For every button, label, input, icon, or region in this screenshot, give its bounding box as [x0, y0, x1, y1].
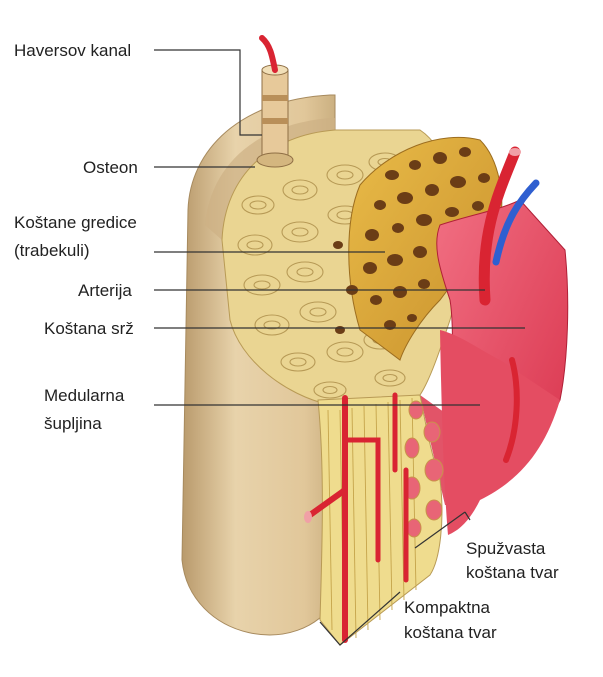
label-kostana-srz: Koštana srž [44, 318, 134, 339]
label-kostane-gredice-line1: Koštane gredice [14, 212, 137, 233]
haversian-canal-osteon [257, 38, 293, 167]
label-medularna-line1: Medularna [44, 385, 124, 406]
label-haversov-kanal: Haversov kanal [14, 40, 131, 61]
label-medularna-line2: šupljina [44, 413, 102, 434]
label-kompaktna-line1: Kompaktna [404, 597, 490, 618]
label-kostane-gredice-line2: (trabekuli) [14, 240, 90, 261]
label-kompaktna-line2: koštana tvar [404, 622, 497, 643]
label-spuzvasta-line2: koštana tvar [466, 562, 559, 583]
label-osteon: Osteon [83, 157, 138, 178]
label-arterija: Arterija [78, 280, 132, 301]
label-spuzvasta-line1: Spužvasta [466, 538, 545, 559]
